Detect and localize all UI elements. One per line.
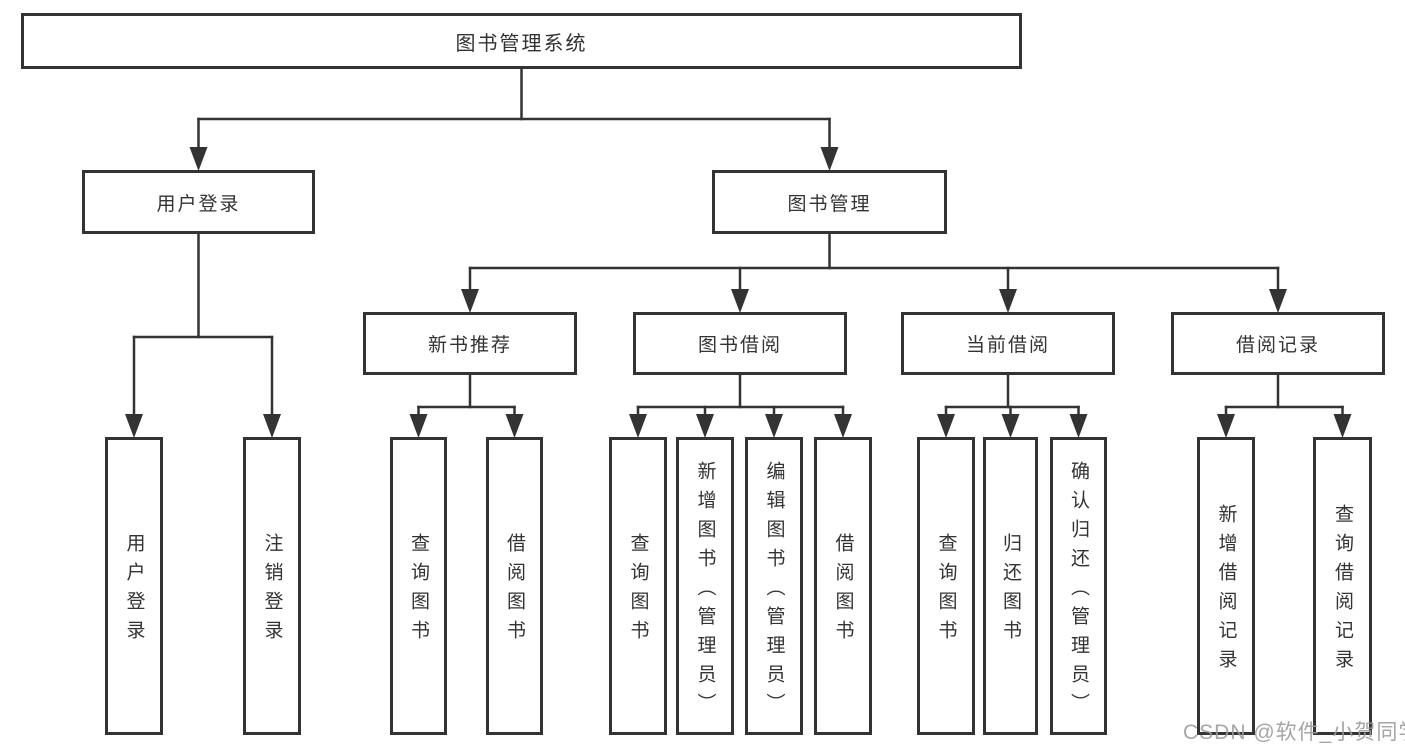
diagram-node-user-login: 用户登录 <box>82 170 315 234</box>
diagram-node-new-book-rec: 新书推荐 <box>363 312 577 375</box>
node-label: 新增借阅记录 <box>1215 504 1237 678</box>
arrowhead-icon <box>1269 289 1287 313</box>
diagram-node-leaf-nb-query: 查询图书 <box>390 437 447 735</box>
node-label: 查询借阅记录 <box>1332 504 1353 678</box>
diagram-node-leaf-logout: 注销登录 <box>243 437 301 735</box>
arrowhead-icon <box>189 147 208 171</box>
diagram-node-book-mgmt: 图书管理 <box>712 170 947 234</box>
arrowhead-icon <box>765 414 783 438</box>
node-label: 新书推荐 <box>427 335 512 356</box>
diagram-node-leaf-nb-borrow: 借阅图书 <box>486 437 543 735</box>
arrowhead-icon <box>937 414 955 438</box>
arrowhead-icon <box>505 414 524 438</box>
node-label: 用户登录 <box>123 533 145 649</box>
node-label: 借阅记录 <box>1235 335 1320 356</box>
diagram-node-borrow-records: 借阅记录 <box>1171 312 1385 375</box>
node-label: 借阅图书 <box>504 533 525 649</box>
arrowhead-icon <box>409 414 428 438</box>
diagram-node-leaf-bb-add: 新增图书（管理员） <box>676 437 734 735</box>
diagram-node-leaf-bb-query: 查询图书 <box>609 437 667 735</box>
diagram-node-leaf-user-login: 用户登录 <box>105 437 163 735</box>
node-label: 借阅图书 <box>832 533 854 649</box>
node-label: 用户登录 <box>156 193 241 215</box>
node-label: 新增图书（管理员） <box>694 460 716 722</box>
arrowhead-icon <box>731 289 749 313</box>
diagram-node-leaf-cb-query: 查询图书 <box>917 437 975 735</box>
diagram-node-book-borrow: 图书借阅 <box>633 312 847 375</box>
node-label: 查询图书 <box>408 533 429 649</box>
node-label: 查询图书 <box>627 533 649 649</box>
arrowhead-icon <box>461 289 479 313</box>
diagram-node-leaf-br-query: 查询借阅记录 <box>1313 437 1372 735</box>
diagram-node-leaf-cb-return: 归还图书 <box>983 437 1038 735</box>
arrowhead-icon <box>125 414 143 438</box>
diagram-node-current-borrow: 当前借阅 <box>901 312 1115 375</box>
arrowhead-icon <box>1001 414 1020 438</box>
node-label: 图书管理系统 <box>455 32 588 55</box>
diagram-node-leaf-br-add: 新增借阅记录 <box>1197 437 1255 735</box>
arrowhead-icon <box>1069 414 1088 438</box>
diagram-node-leaf-bb-edit: 编辑图书（管理员） <box>745 437 803 735</box>
arrowhead-icon <box>834 414 852 438</box>
arrowhead-icon <box>629 414 647 438</box>
arrowhead-icon <box>820 147 839 171</box>
arrowhead-icon <box>263 414 281 438</box>
node-label: 注销登录 <box>261 533 283 649</box>
node-label: 当前借阅 <box>965 335 1050 356</box>
arrowhead-icon <box>999 289 1017 313</box>
arrowhead-icon <box>1217 414 1235 438</box>
node-label: 确认归还（管理员） <box>1068 460 1089 722</box>
diagram-node-leaf-bb-borrow: 借阅图书 <box>814 437 872 735</box>
diagram-node-root: 图书管理系统 <box>21 13 1022 69</box>
node-label: 图书借阅 <box>697 335 782 356</box>
arrowhead-icon <box>696 414 714 438</box>
node-label: 图书管理 <box>787 193 872 215</box>
diagram-node-leaf-cb-confirm: 确认归还（管理员） <box>1050 437 1107 735</box>
node-label: 编辑图书（管理员） <box>763 460 785 722</box>
node-label: 查询图书 <box>935 533 957 649</box>
node-label: 归还图书 <box>1000 533 1021 649</box>
watermark: CSDN @软件_小贺同学 <box>1183 721 1405 744</box>
arrowhead-icon <box>1333 414 1352 438</box>
